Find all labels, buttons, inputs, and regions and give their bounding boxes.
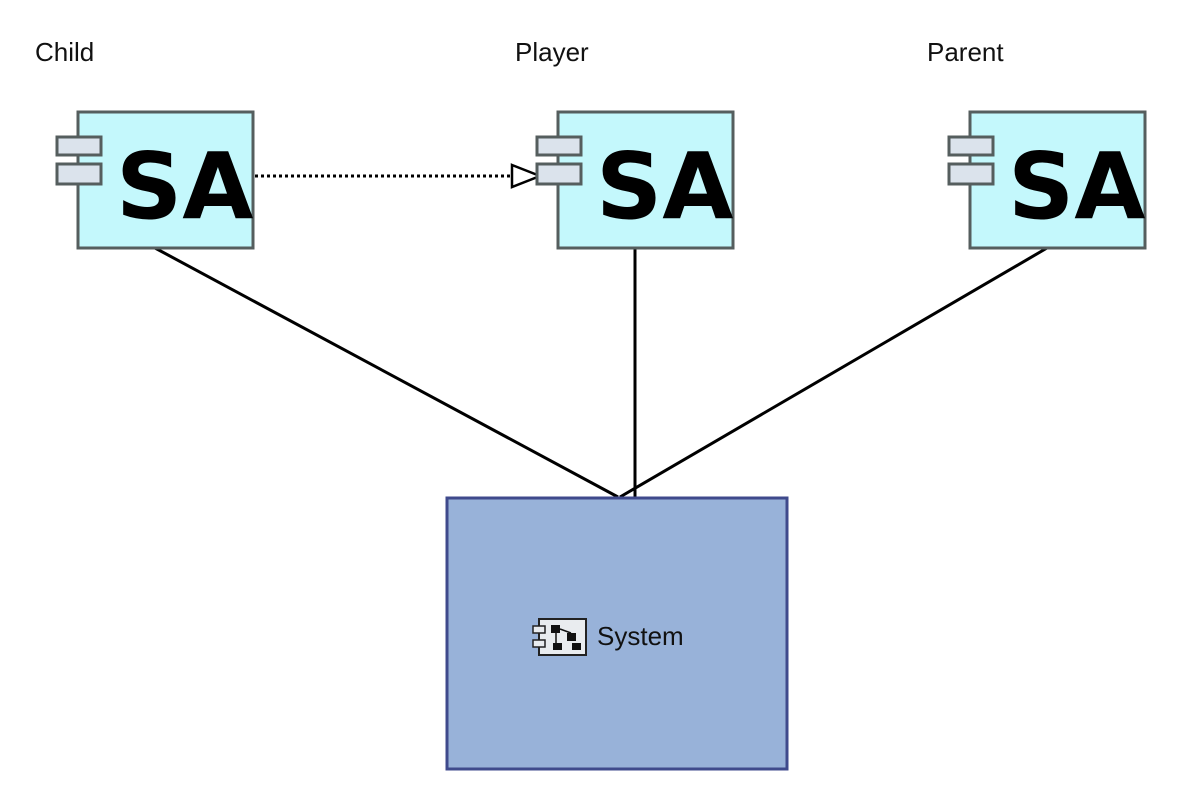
association-child-system[interactable] <box>154 246 619 499</box>
sa-component-icon: SA <box>55 110 255 250</box>
sa-icon-text: SA <box>1008 133 1145 240</box>
sa-icon-text: SA <box>116 133 253 240</box>
generalization-child-player[interactable] <box>255 163 544 189</box>
system-box[interactable]: System <box>445 496 789 771</box>
sa-component-icon: SA <box>535 110 735 250</box>
sa-icon-text: SA <box>596 133 733 240</box>
actor-child[interactable]: Child SA <box>35 37 255 250</box>
associations <box>154 246 1048 499</box>
system-label: System <box>597 621 684 651</box>
actor-label-parent: Parent <box>927 37 1004 67</box>
subsystem-component-icon <box>532 618 587 656</box>
association-parent-system[interactable] <box>619 246 1048 499</box>
actor-player[interactable]: Player SA <box>515 37 735 250</box>
hollow-triangle-arrowhead-icon <box>510 163 544 189</box>
actor-label-child: Child <box>35 37 94 67</box>
sa-component-icon: SA <box>947 110 1147 250</box>
actor-label-player: Player <box>515 37 589 67</box>
actor-parent[interactable]: Parent SA <box>927 37 1147 250</box>
